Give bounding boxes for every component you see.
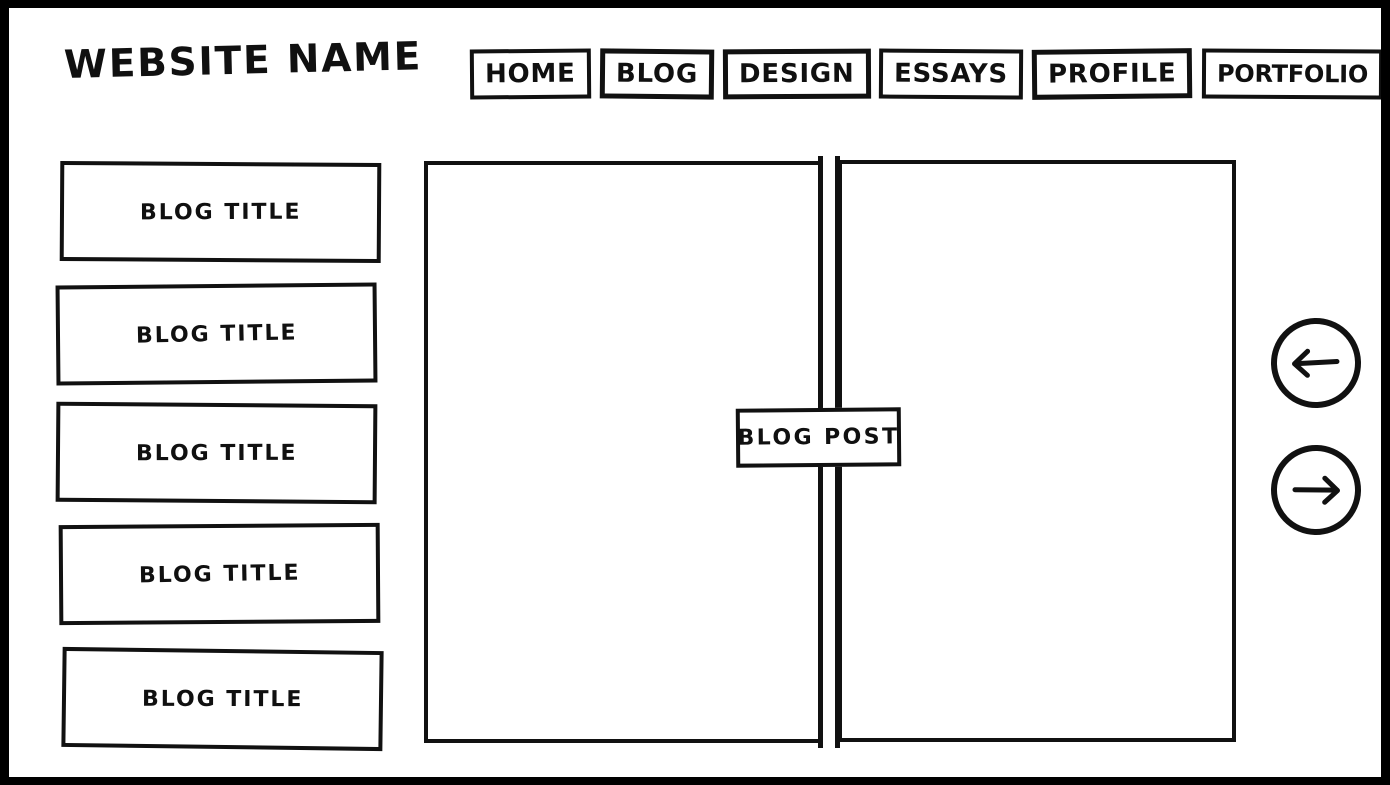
previous-post-button[interactable] [1269, 316, 1363, 410]
sidebar-item-label: BLOG TITLE [139, 199, 302, 225]
sidebar-item-blog-title[interactable]: BLOG TITLE [58, 522, 381, 626]
arrow-left-icon [1290, 345, 1341, 381]
nav-item-label: HOME [484, 58, 576, 90]
sidebar-item-blog-title[interactable]: BLOG TITLE [55, 282, 378, 386]
blog-post-callout[interactable]: BLOG POST [735, 407, 902, 468]
wireframe-canvas: WEBSITE NAME HOME BLOG DESIGN ESSAYS PRO… [9, 8, 1381, 777]
nav-item-design[interactable]: DESIGN [722, 48, 871, 100]
site-title: WEBSITE NAME [63, 34, 423, 88]
nav-item-label: PORTFOLIO [1216, 59, 1368, 89]
nav-item-label: PROFILE [1047, 58, 1177, 90]
sidebar-item-label: BLOG TITLE [135, 440, 298, 466]
spread-right-page[interactable] [838, 160, 1236, 742]
sidebar-item-blog-title[interactable]: BLOG TITLE [61, 646, 384, 752]
sidebar-item-label: BLOG TITLE [138, 560, 301, 588]
nav-item-home[interactable]: HOME [469, 48, 591, 100]
blog-post-callout-label: BLOG POST [737, 424, 900, 451]
main-nav: HOME BLOG DESIGN ESSAYS PROFILE PORTFOLI… [469, 48, 1381, 100]
nav-item-profile[interactable]: PROFILE [1031, 48, 1193, 100]
next-post-button[interactable] [1269, 443, 1363, 537]
nav-item-essays[interactable]: ESSAYS [879, 48, 1024, 100]
arrow-right-icon [1291, 472, 1342, 507]
nav-item-label: BLOG [615, 58, 698, 90]
sidebar-item-blog-title[interactable]: BLOG TITLE [55, 401, 378, 505]
sidebar-item-label: BLOG TITLE [141, 686, 304, 712]
sidebar-item-blog-title[interactable]: BLOG TITLE [59, 161, 382, 263]
nav-item-label: DESIGN [738, 58, 855, 90]
nav-item-label: ESSAYS [894, 58, 1009, 90]
nav-item-portfolio[interactable]: PORTFOLIO [1201, 48, 1381, 100]
sidebar-item-label: BLOG TITLE [135, 319, 298, 349]
nav-item-blog[interactable]: BLOG [599, 48, 714, 100]
